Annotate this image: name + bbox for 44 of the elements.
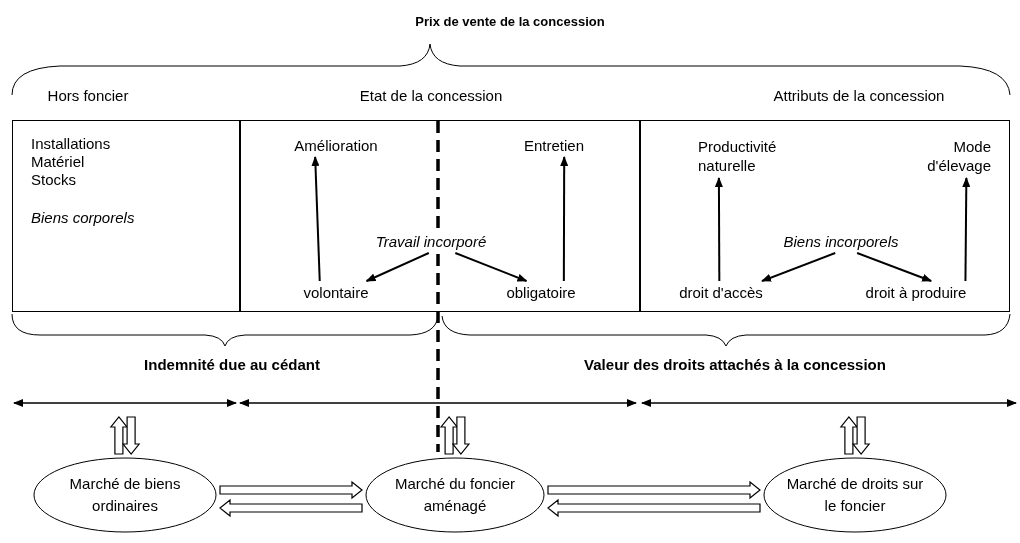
hollow-arrow: [547, 480, 761, 500]
item-text: volontaire: [303, 284, 369, 301]
item-text: Biens incorporels: [783, 233, 899, 250]
arrow: [365, 252, 430, 282]
item-text: droit à produire: [865, 284, 967, 301]
market-label: Marché du foncier aménagé: [393, 474, 517, 516]
hollow-arrow: [109, 416, 129, 455]
market-ellipse: [33, 457, 217, 533]
market-ellipse: [763, 457, 947, 533]
panel-heading: Attributs de la concession: [773, 87, 945, 104]
hollow-arrow: [121, 416, 141, 455]
arrow: [962, 177, 971, 282]
item-text: Matériel: [31, 153, 85, 170]
title: Prix de vente de la concession: [415, 14, 605, 29]
item-text: Entretien: [524, 137, 584, 154]
item-text: Amélioration: [294, 137, 378, 154]
hollow-arrow: [547, 498, 761, 518]
panel-heading: Hors foncier: [47, 87, 129, 104]
item-text: Productivité naturelle: [698, 137, 793, 175]
item-text: Biens corporels: [31, 209, 135, 226]
hollow-arrow: [839, 416, 859, 455]
arrow: [560, 156, 569, 282]
item-text: Installations: [31, 135, 111, 152]
section-label: Indemnité due au cédant: [144, 356, 320, 373]
panel-heading: Etat de la concession: [359, 87, 503, 104]
arrow: [714, 177, 723, 282]
item-text: Mode d'élevage: [903, 137, 991, 175]
arrow: [761, 252, 837, 282]
section-label: Valeur des droits attachés à la concession: [584, 356, 886, 373]
market-ellipse: [365, 457, 545, 533]
hollow-arrow: [439, 416, 459, 455]
market-label: Marché de biens ordinaires: [68, 474, 182, 516]
arrow: [856, 252, 933, 282]
item-text: Stocks: [31, 171, 76, 188]
hollow-arrow: [451, 416, 471, 455]
hollow-arrow: [851, 416, 871, 455]
item-text: Travail incorporé: [375, 233, 487, 250]
item-text: obligatoire: [506, 284, 576, 301]
market-label: Marché de droits sur le foncier: [785, 474, 925, 516]
hollow-arrow: [219, 480, 363, 500]
hollow-arrow: [219, 498, 363, 518]
item-text: droit d'accès: [679, 284, 763, 301]
arrow: [311, 156, 321, 282]
arrow: [454, 252, 528, 282]
